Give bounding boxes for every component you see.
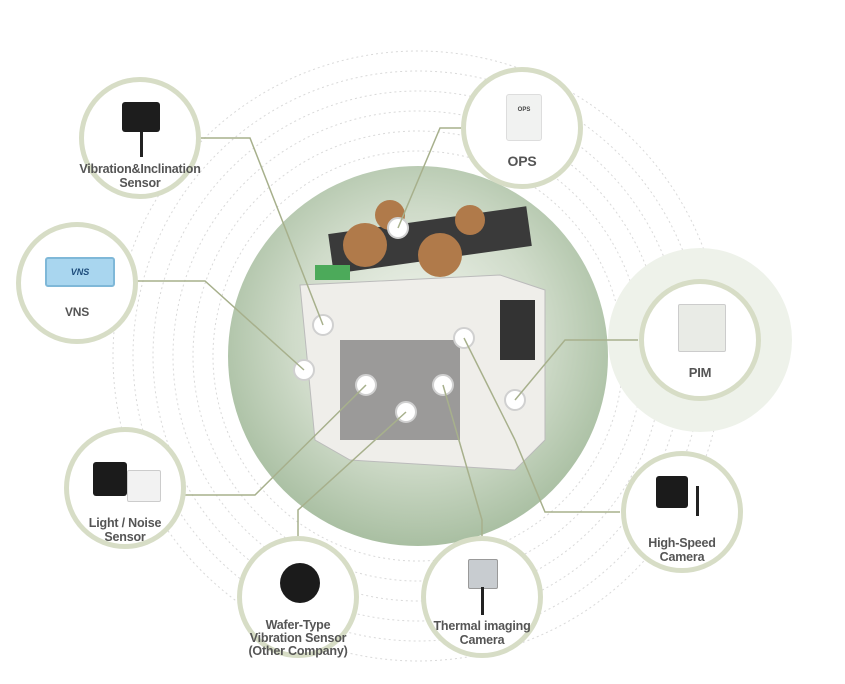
vns-device-text: VNS: [70, 267, 90, 277]
label: Camera: [459, 633, 505, 647]
vibration-sensor-icon: [122, 102, 160, 132]
label: Thermal imaging: [433, 619, 531, 633]
cable-icon: [696, 486, 699, 516]
label: Vibration&Inclination: [79, 162, 201, 176]
label: OPS: [507, 153, 537, 169]
camera-icon: [656, 476, 688, 508]
sensor-pim[interactable]: PIM: [639, 279, 761, 401]
robot-illustration: [299, 200, 546, 471]
label: (Other Company): [248, 644, 348, 658]
label: Sensor: [119, 176, 161, 190]
cable-icon: [481, 587, 484, 615]
label: PIM: [688, 365, 712, 380]
label: VNS: [64, 305, 90, 319]
label: Sensor: [104, 530, 146, 544]
label: Light / Noise: [88, 516, 162, 530]
noise-sensor-icon: [127, 470, 161, 502]
sensor-vns[interactable]: VNS VNS: [16, 222, 138, 344]
ops-device-text: OPS: [517, 107, 531, 113]
ops-device-icon: OPS: [506, 94, 542, 141]
connector-lines: [135, 127, 638, 537]
thermal-camera-icon: [468, 559, 498, 589]
label: High-Speed: [648, 536, 716, 550]
label: Vibration Sensor: [249, 631, 347, 645]
sensor-ops[interactable]: OPS OPS: [461, 67, 583, 189]
light-sensor-icon: [93, 462, 127, 496]
label: Wafer-Type: [265, 618, 331, 632]
vns-device-icon: VNS: [45, 257, 115, 287]
cable-icon: [140, 132, 143, 157]
wafer-sensor-icon: [280, 563, 320, 603]
pim-device-icon: [678, 304, 726, 352]
label: Camera: [659, 550, 705, 564]
